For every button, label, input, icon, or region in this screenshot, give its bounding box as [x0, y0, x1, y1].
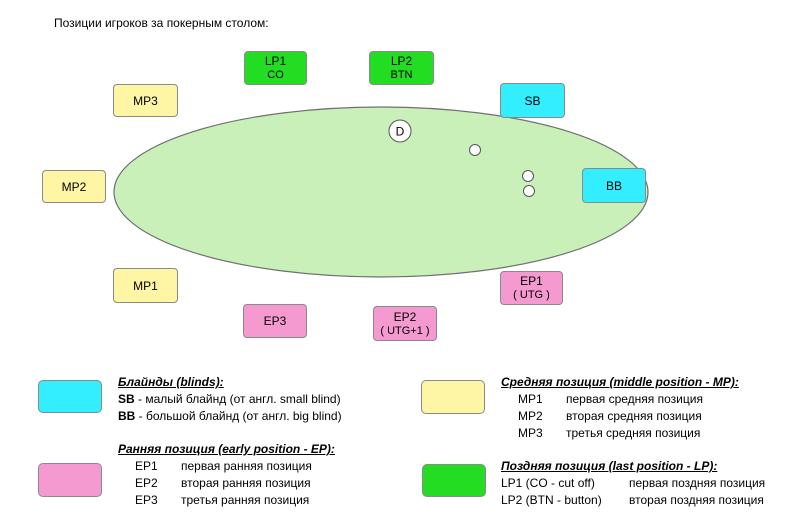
chip-marker: [523, 185, 535, 197]
seat-mp1: MP1: [113, 268, 178, 303]
seat-label: LP1: [264, 54, 287, 68]
legend-item: BB - большой блайнд (от англ. big blind): [118, 408, 342, 425]
legend-text: вторая средняя позиция: [566, 409, 702, 423]
legend-item: SB - малый блайнд (от англ. small blind): [118, 391, 342, 408]
legend-blinds: Блайнды (blinds): SB - малый блайнд (от …: [118, 374, 342, 425]
legend-code: LP1 (CO - cut off): [501, 476, 595, 490]
legend-heading: Блайнды (blinds):: [118, 375, 224, 389]
seat-bb: BB: [582, 168, 646, 203]
legend-middle: Средняя позиция (middle position - MP): …: [501, 374, 739, 442]
chip-marker: [522, 170, 534, 182]
seat-mp2: MP2: [42, 170, 106, 203]
legend-swatch-late: [422, 464, 486, 497]
legend-item: MP2 вторая средняя позиция: [501, 408, 739, 425]
seat-label: MP3: [133, 93, 158, 108]
legend-text: третья ранняя позиция: [181, 493, 310, 507]
legend-code: SB: [118, 392, 135, 406]
seat-lp2: LP2 BTN: [369, 51, 434, 85]
dealer-button-label: D: [396, 125, 405, 139]
legend-swatch-blinds: [38, 380, 102, 413]
poker-table: [113, 106, 649, 278]
legend-text: - большой блайнд (от англ. big blind): [135, 409, 342, 423]
seat-label: MP2: [61, 179, 87, 194]
seat-ep1: EP1 ( UTG ): [500, 271, 563, 305]
legend-text: первая поздняя позиция: [629, 476, 766, 490]
legend-late: Поздняя позиция (last position - LP): LP…: [501, 458, 765, 509]
legend-text: вторая поздняя позиция: [629, 493, 764, 507]
seat-sublabel: BTN: [390, 69, 413, 81]
seat-sublabel: CO: [267, 69, 284, 81]
seat-label: BB: [605, 178, 622, 193]
dealer-button: [388, 119, 412, 143]
legend-heading: Поздняя позиция (last position - LP):: [501, 459, 718, 473]
seat-label: EP2: [393, 309, 417, 324]
legend-code: MP1: [518, 392, 543, 406]
seat-mp3: MP3: [113, 84, 178, 117]
legend-swatch-middle: [421, 380, 485, 414]
seat-label: EP1: [520, 274, 543, 288]
legend-code: EP2: [135, 476, 158, 490]
legend-text: третья средняя позиция: [566, 426, 701, 440]
legend-item: LP1 (CO - cut off) первая поздняя позици…: [501, 475, 765, 492]
legend-text: - малый блайнд (от англ. small blind): [134, 392, 341, 406]
seat-sublabel: ( UTG ): [513, 289, 550, 301]
seat-label: SB: [524, 93, 541, 108]
legend-item: EP1 первая ранняя позиция: [118, 458, 335, 475]
legend-item: EP2 вторая ранняя позиция: [118, 475, 335, 492]
legend-item: MP3 третья средняя позиция: [501, 425, 739, 442]
seat-label: EP3: [263, 314, 287, 328]
legend-item: MP1 первая средняя позиция: [501, 391, 739, 408]
legend-code: MP2: [518, 409, 543, 423]
seat-ep2: EP2 ( UTG+1 ): [373, 306, 437, 341]
seat-sb: SB: [500, 83, 565, 118]
chip-marker: [469, 144, 481, 156]
seat-label: LP2: [390, 54, 413, 68]
legend-text: первая средняя позиция: [566, 392, 703, 406]
legend-heading: Ранняя позиция (early position - EP):: [118, 442, 335, 456]
legend-code: MP3: [518, 426, 543, 440]
legend-code: LP2 (BTN - button): [501, 493, 602, 507]
legend-code: EP1: [135, 459, 158, 473]
diagram-title: Позиции игроков за покерным столом:: [54, 16, 269, 30]
legend-code: EP3: [135, 493, 158, 507]
legend-heading: Средняя позиция (middle position - MP):: [501, 375, 739, 389]
seat-label: MP1: [133, 278, 158, 293]
legend-code: BB: [118, 409, 136, 423]
legend-swatch-early: [38, 463, 102, 497]
legend-item: LP2 (BTN - button) вторая поздняя позици…: [501, 492, 765, 509]
seat-sublabel: ( UTG+1 ): [380, 324, 430, 337]
legend-text: вторая ранняя позиция: [181, 476, 311, 490]
legend-early: Ранняя позиция (early position - EP): EP…: [118, 441, 335, 509]
seat-lp1: LP1 CO: [244, 51, 307, 85]
legend-item: EP3 третья ранняя позиция: [118, 492, 335, 509]
legend-text: первая ранняя позиция: [181, 459, 312, 473]
seat-ep3: EP3: [243, 304, 307, 338]
